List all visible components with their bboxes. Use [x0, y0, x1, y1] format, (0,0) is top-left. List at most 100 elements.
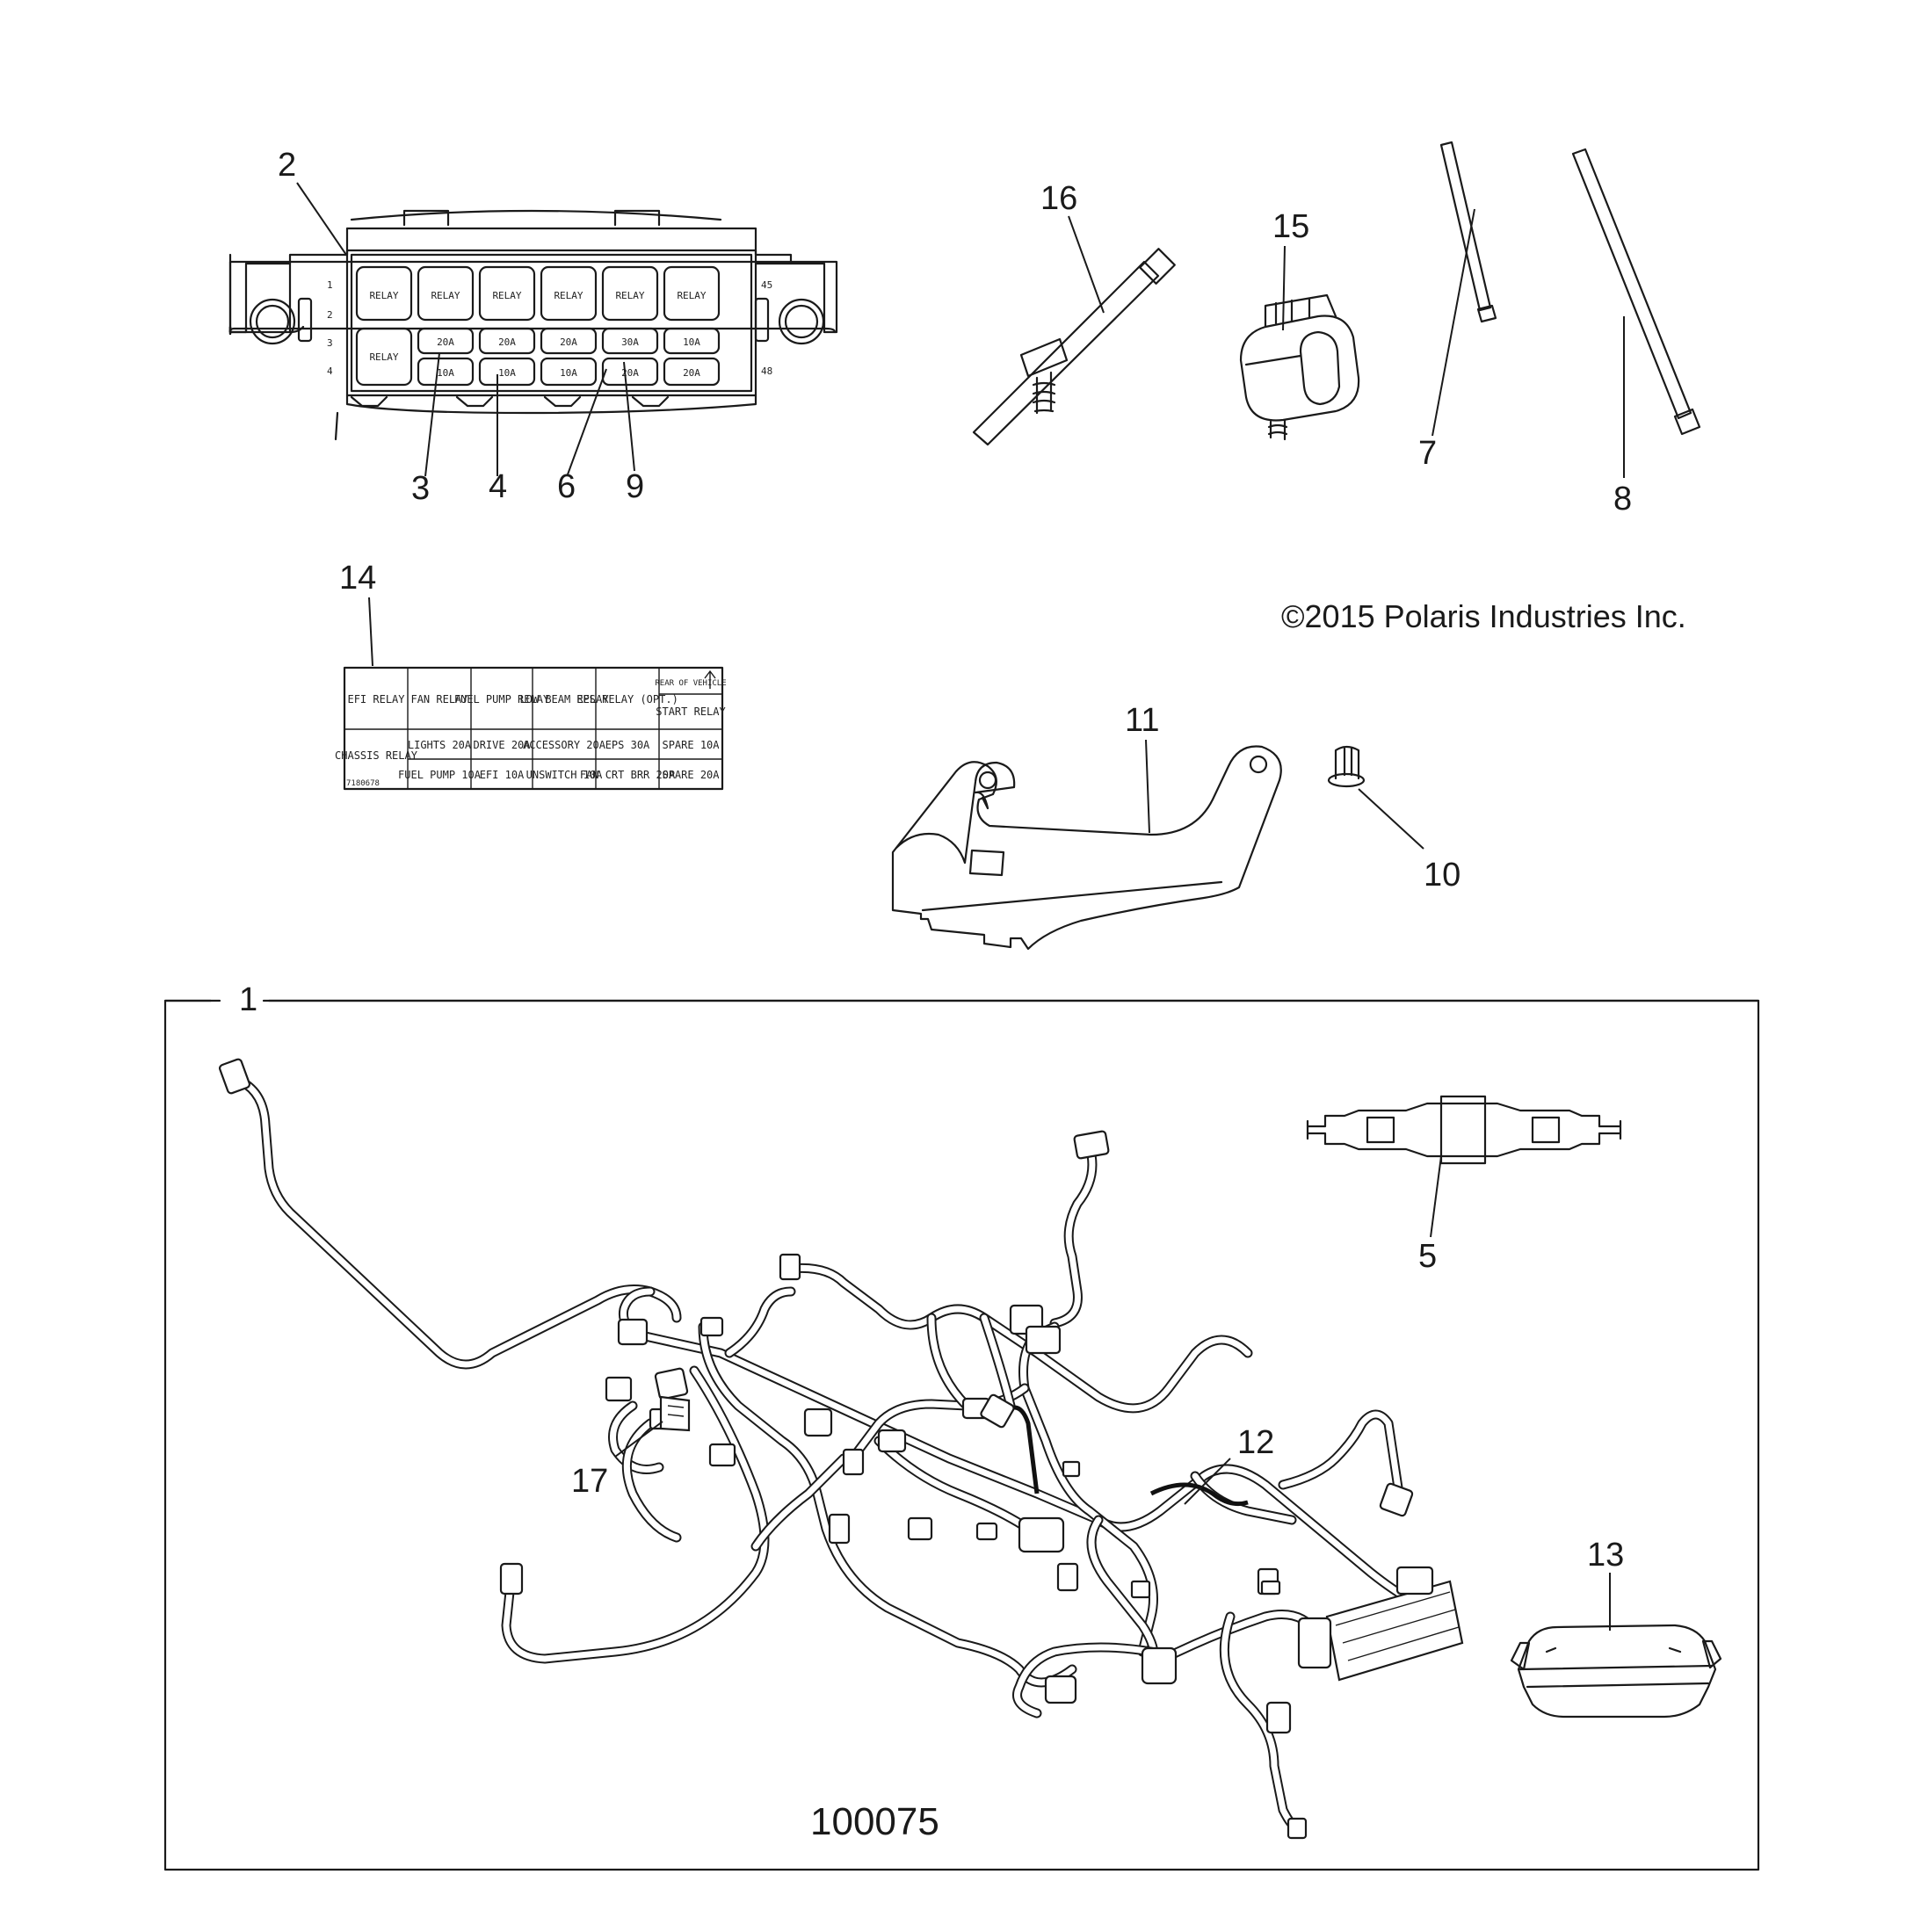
relay-label: RELAY: [554, 290, 583, 301]
callout-7: 7: [1418, 435, 1437, 472]
fuse-rating: 20A: [437, 336, 454, 348]
fuse-slot: [540, 327, 598, 355]
callout-9: 9: [626, 468, 644, 505]
label-fan-relay: FAN RELAY: [410, 693, 468, 706]
cable-tie-8: [1571, 148, 1701, 436]
label-fuel-pump-relay: FUEL PUMP RELAY: [454, 693, 550, 706]
harness-wire: [1018, 1321, 1158, 1657]
fuse-slot: [417, 327, 475, 355]
callout-2: 2: [278, 147, 296, 184]
relay-label: RELAY: [492, 290, 521, 301]
label-efi: EFI 10A: [480, 769, 525, 781]
label-start-relay: START RELAY: [656, 706, 726, 718]
harness-wire-inner: [623, 1420, 680, 1541]
relay-slot: [601, 265, 659, 322]
relay-slot: [417, 265, 475, 322]
label-drive: DRIVE 20A: [473, 739, 531, 751]
harness-wire-inner: [1279, 1411, 1403, 1497]
harness-connectors: [218, 1058, 1414, 1840]
fuse-box-cover: [1510, 1624, 1722, 1719]
side-number-48: 48: [761, 365, 772, 377]
edge-clip: [1239, 293, 1360, 441]
cable-tie-push-mount: [972, 248, 1176, 446]
relay-label: RELAY: [369, 290, 398, 301]
callout-5: 5: [1418, 1238, 1437, 1275]
harness-wire-inner: [787, 1264, 1251, 1412]
row-number-1: 1: [327, 279, 333, 291]
callout-13: 13: [1587, 1537, 1624, 1574]
relay-17: [659, 1395, 691, 1432]
fuse-rating: 10A: [683, 336, 700, 348]
label-eps: EPS 30A: [605, 739, 650, 751]
callout-8: 8: [1613, 481, 1632, 517]
fuse-label: EFI RELAY FAN RELAY FUEL PUMP RELAY LOW …: [335, 666, 727, 791]
harness-wire-inner: [610, 1402, 663, 1473]
callout-12: 12: [1237, 1424, 1274, 1461]
harness-wire-inner: [752, 1455, 847, 1550]
label-efi-relay: EFI RELAY: [347, 693, 405, 706]
callout-4: 4: [489, 468, 507, 505]
relay-slot: [540, 265, 598, 322]
cable-tie-7: [1439, 141, 1497, 323]
callout-11: 11: [1125, 702, 1159, 739]
harness-wire-inner: [981, 1314, 1014, 1409]
label-unswitch: UNSWITCH 10A: [526, 769, 603, 781]
fuse-rating: 20A: [683, 367, 700, 379]
copyright-text: ©2015 Polaris Industries Inc.: [1281, 598, 1686, 634]
leader-lines: [296, 182, 1625, 1631]
callout-6: 6: [557, 468, 576, 505]
callouts: 1 2 3 4 5 6 7 8 9 10 11 12 13 14 15 16 1…: [239, 147, 1632, 1574]
row-number-4: 4: [327, 365, 333, 377]
relay-label: RELAY: [615, 290, 644, 301]
fuse-slot: [601, 327, 659, 355]
harness-wire: [501, 1365, 770, 1664]
relay-slot: [663, 265, 721, 322]
harness-wire: [1049, 1142, 1098, 1328]
harness-fuse-box: [1297, 1566, 1464, 1682]
fuse-rating: 10A: [498, 367, 516, 379]
callout-17: 17: [571, 1463, 608, 1500]
fuse-rating: 10A: [560, 367, 577, 379]
fuse-slot: [417, 357, 475, 387]
harness-wire-inner: [875, 1437, 1032, 1532]
arrow-up-icon: [704, 669, 716, 689]
dark-wire: [1149, 1482, 1249, 1507]
harness-wire-inner: [503, 1367, 768, 1662]
label-fuel-pump: FUEL PUMP 10A: [398, 769, 482, 781]
harness-wire-inner: [928, 1314, 970, 1409]
label-chassis-relay: CHASSIS RELAY: [335, 749, 418, 762]
relay-slot: [478, 265, 536, 322]
fuse-slot: [601, 357, 659, 387]
harness-wire-inner: [726, 1288, 794, 1357]
harness-wire-inner: [620, 1288, 1453, 1620]
fuse-rating: 10A: [437, 367, 454, 379]
callout-3: 3: [411, 470, 430, 507]
row-number-3: 3: [327, 337, 333, 349]
label-spare-20a: SPARE 20A: [662, 769, 720, 781]
relay-slot: [355, 265, 413, 322]
main-wire-harness: [218, 1058, 1464, 1840]
inline-fuse-holder: [1306, 1095, 1622, 1165]
label-rear-of-vehicle: REAR OF VEHICLE: [655, 679, 726, 688]
label-eps-relay: EPS RELAY (OPT.): [576, 693, 678, 706]
callout-14: 14: [339, 560, 376, 597]
callout-15: 15: [1272, 208, 1309, 245]
callout-10: 10: [1424, 857, 1460, 894]
label-part-code: 7180678: [346, 779, 380, 788]
relay-label: RELAY: [431, 290, 460, 301]
callout-1: 1: [239, 981, 257, 1018]
fuse-slot: [478, 327, 536, 355]
harness-wire-inner: [1020, 1323, 1156, 1655]
label-fan-crt-brr: FAN CRT BRR 20A: [580, 769, 676, 781]
drawing-number: 100075: [810, 1800, 939, 1843]
callout-16: 16: [1040, 180, 1077, 217]
fuse-slot: [478, 357, 536, 387]
side-number-45: 45: [761, 279, 772, 291]
fuse-slot: [540, 357, 598, 387]
fuse-rating: 30A: [621, 336, 639, 348]
harness-wire-inner: [1014, 1644, 1155, 1717]
